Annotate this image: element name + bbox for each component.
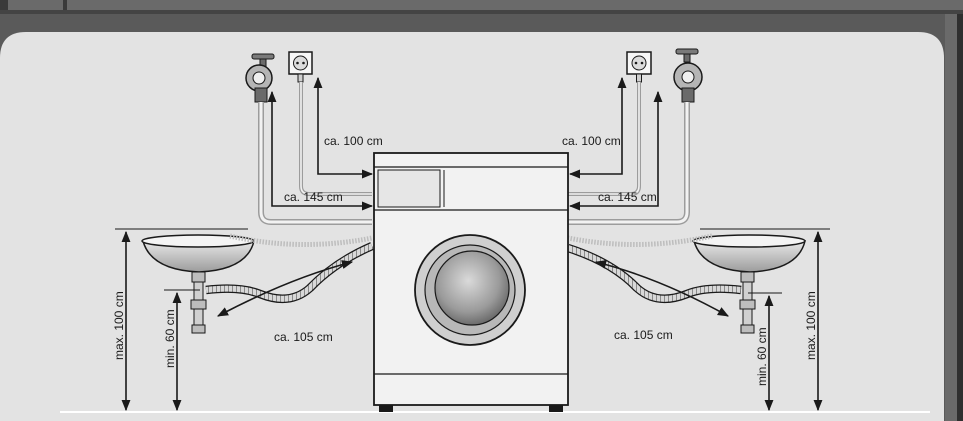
dim-arrow-water-right: [568, 90, 663, 211]
washing-machine-icon: [373, 152, 569, 412]
label-drain-right: ca. 105 cm: [614, 328, 673, 342]
inlet-hose-left: [229, 233, 373, 248]
dim-arrow-drain-right: [594, 260, 729, 317]
label-max-height-left: max. 100 cm: [112, 291, 126, 360]
label-drain-left: ca. 105 cm: [274, 330, 333, 344]
top-bar: [0, 0, 963, 10]
dim-arrow-drain-left: [217, 260, 354, 317]
water-hose-left-inner: [259, 102, 372, 224]
label-max-height-right: max. 100 cm: [804, 291, 818, 360]
label-water-right: ca. 145 cm: [598, 190, 657, 204]
water-hose-right-inner: [568, 102, 689, 224]
dim-arrow-water-left: [267, 90, 374, 211]
label-power-right: ca. 100 cm: [562, 134, 621, 148]
power-socket-icon-right: [626, 51, 652, 83]
water-tap-icon-left: [245, 53, 275, 103]
top-bar-tab: [0, 0, 8, 10]
label-min-height-left: min. 60 cm: [163, 309, 177, 368]
label-water-left: ca. 145 cm: [284, 190, 343, 204]
right-strip-edge: [957, 14, 963, 421]
top-bar-shadow: [0, 10, 963, 14]
label-power-left: ca. 100 cm: [324, 134, 383, 148]
top-bar-tab: [63, 0, 67, 10]
label-min-height-right: min. 60 cm: [755, 327, 769, 386]
inlet-hose-right: [567, 233, 713, 248]
